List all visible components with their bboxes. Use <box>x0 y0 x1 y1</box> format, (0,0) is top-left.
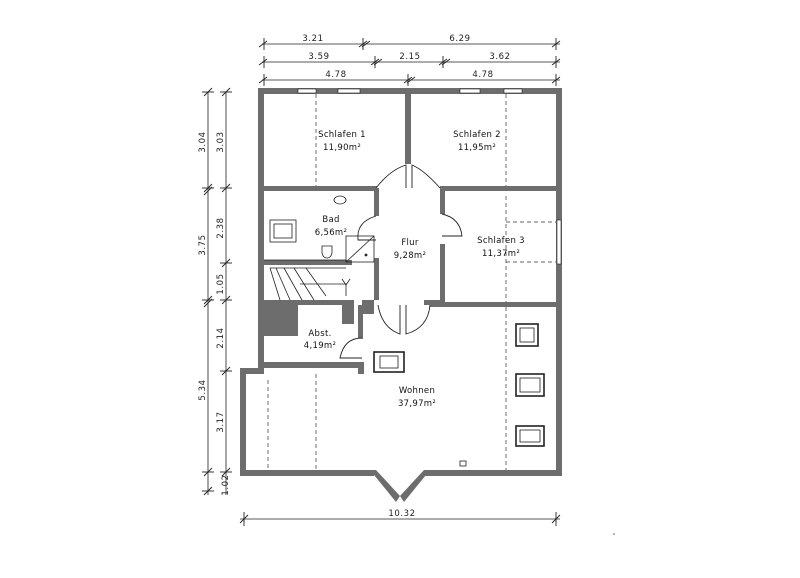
room-bad-area: 6,56m² <box>315 228 347 238</box>
dim-left-outer-3: 5.34 <box>198 379 208 400</box>
dim-top-2c: 3.62 <box>489 52 510 62</box>
room-bad-name: Bad <box>322 215 339 225</box>
room-schlafen3-area: 11,37m² <box>482 249 520 259</box>
room-labels: Schlafen 1 11,90m² Schlafen 2 11,95m² Ba… <box>304 130 525 409</box>
dim-top-1b: 6.29 <box>449 34 470 44</box>
windows <box>297 88 562 265</box>
dim-bottom: 10.32 <box>388 509 415 519</box>
left-dimensions: 3.04 3.75 5.34 1.02 3.03 2.38 1.05 2.14 … <box>198 87 232 496</box>
skylights <box>373 323 545 467</box>
room-schlafen3-name: Schlafen 3 <box>477 236 525 246</box>
room-abst-name: Abst. <box>308 329 331 339</box>
stairs <box>269 267 351 301</box>
room-wohnen-name: Wohnen <box>399 386 435 396</box>
room-wohnen-area: 37,97m² <box>398 399 436 409</box>
room-schlafen2-area: 11,95m² <box>458 143 496 153</box>
bottom-dimension: 10.32 <box>239 509 561 526</box>
dim-left-inner-3: 1.05 <box>216 273 226 294</box>
room-flur-area: 9,28m² <box>394 251 426 261</box>
room-abst-area: 4,19m² <box>304 341 336 351</box>
dim-top-3a: 4.78 <box>325 70 346 80</box>
dim-left-inner-4: 2.14 <box>216 327 226 348</box>
doors <box>339 164 463 359</box>
dim-left-outer-2: 3.75 <box>198 234 208 255</box>
dim-left-inner-2: 2.38 <box>216 217 226 238</box>
dim-top-2a: 3.59 <box>308 52 329 62</box>
dim-left-outer-1: 3.04 <box>198 131 208 152</box>
roof-lines <box>267 94 556 470</box>
dim-top-2b: 2.15 <box>399 52 420 62</box>
room-schlafen2-name: Schlafen 2 <box>453 130 501 140</box>
room-schlafen1-name: Schlafen 1 <box>318 130 366 140</box>
dim-left-outer-4: 1.02 <box>221 474 231 495</box>
dim-top-3b: 4.78 <box>472 70 493 80</box>
top-dimensions: 3.21 6.29 3.59 2.15 3.62 4.78 4.78 <box>258 34 561 86</box>
bath-fixtures <box>264 195 375 263</box>
room-flur-name: Flur <box>401 238 419 248</box>
room-schlafen1-area: 11,90m² <box>323 143 361 153</box>
dim-left-inner-1: 3.03 <box>216 131 226 152</box>
dim-left-inner-5: 3.17 <box>216 411 226 432</box>
dim-top-1a: 3.21 <box>302 34 323 44</box>
walls <box>240 88 562 502</box>
corner-mark <box>613 533 615 535</box>
